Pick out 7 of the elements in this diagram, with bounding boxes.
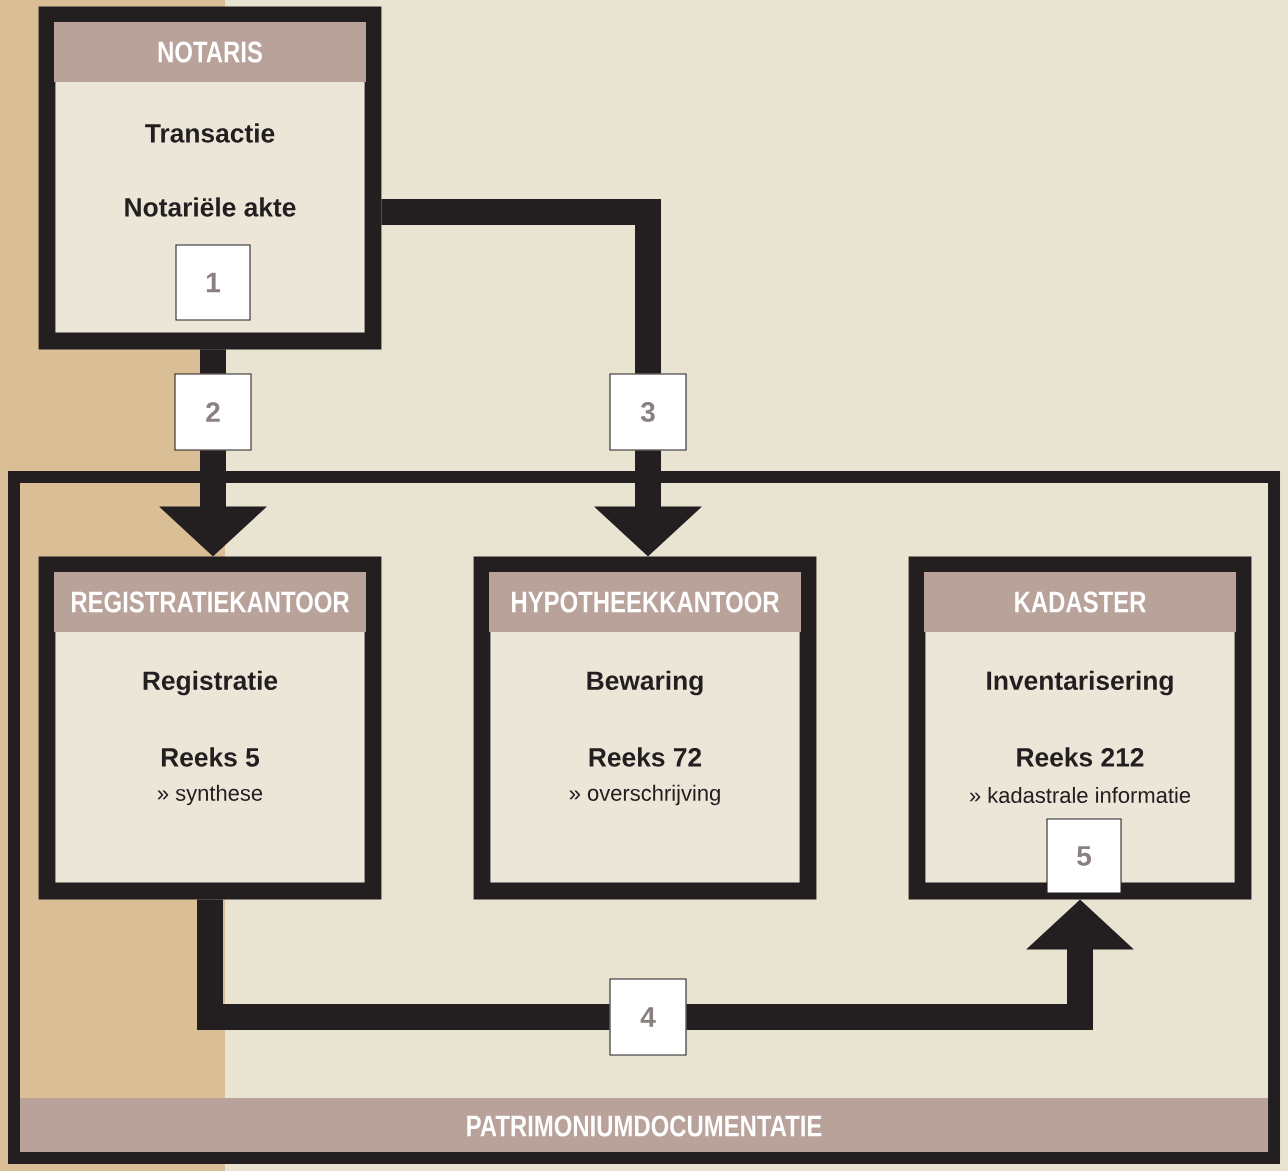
callout-number: 4 [609, 978, 687, 1056]
callout-number: 1 [175, 244, 251, 321]
callout-number: 3 [609, 373, 687, 451]
office-box: REGISTRATIEKANTOOR Registratie Reeks 5 » synthese [38, 556, 382, 900]
office-box: HYPOTHEEKKANTOOR Bewaring Reeks 72 » overschrijving [473, 556, 817, 900]
callout-number: 5 [1046, 818, 1122, 894]
callout-number: 2 [174, 373, 252, 451]
